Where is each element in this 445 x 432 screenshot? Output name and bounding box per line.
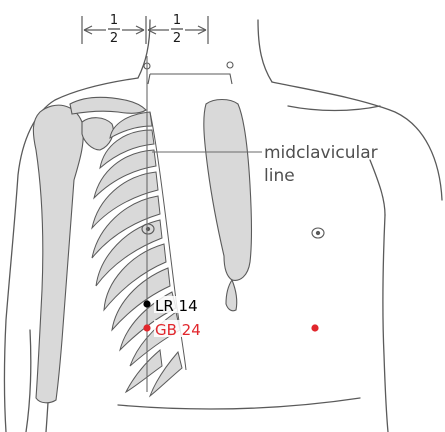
fraction-right: 1 2 [169,12,185,48]
reference-bracket [148,74,232,84]
xiphoid-process [226,280,237,311]
rib-cage [92,112,186,396]
humerus [33,105,83,403]
fraction-left-denominator: 2 [110,31,118,46]
fraction-left-numerator: 1 [110,13,118,28]
fraction-left: 1 2 [106,12,122,48]
right-shoulder-outline [272,82,442,200]
midclavicular-label-line2: line [264,166,295,186]
left-clavicle-bone [70,97,146,114]
humerus-bone [33,105,83,403]
right-flank-outline [383,215,388,432]
acupoint-lr14-dot [143,300,150,307]
clavicle-reference [144,62,233,84]
fraction-right-numerator: 1 [173,13,181,28]
sternum-bone [204,100,252,281]
left-scapula-bone [82,118,113,150]
acupoint-gb24-dot [143,324,150,331]
measurement-bracket [82,16,208,44]
acupoint-gb24-label: GB 24 [155,321,201,339]
fraction-right-denominator: 2 [173,31,181,46]
neck-right-edge [258,20,272,82]
left-forearm-line [26,330,31,432]
reference-mark-right [227,62,233,68]
right-nipple-center [316,231,319,234]
acupoint-gb24-contralateral-dot [311,324,318,331]
right-pectoral-fold [370,160,385,215]
midclavicular-label-line1: midclavicular [264,143,378,163]
right-clavicle-skin-line [288,106,380,111]
acupoint-lr14-label: LR 14 [155,297,198,315]
lower-torso-edge [118,398,360,409]
sternum [204,100,252,311]
